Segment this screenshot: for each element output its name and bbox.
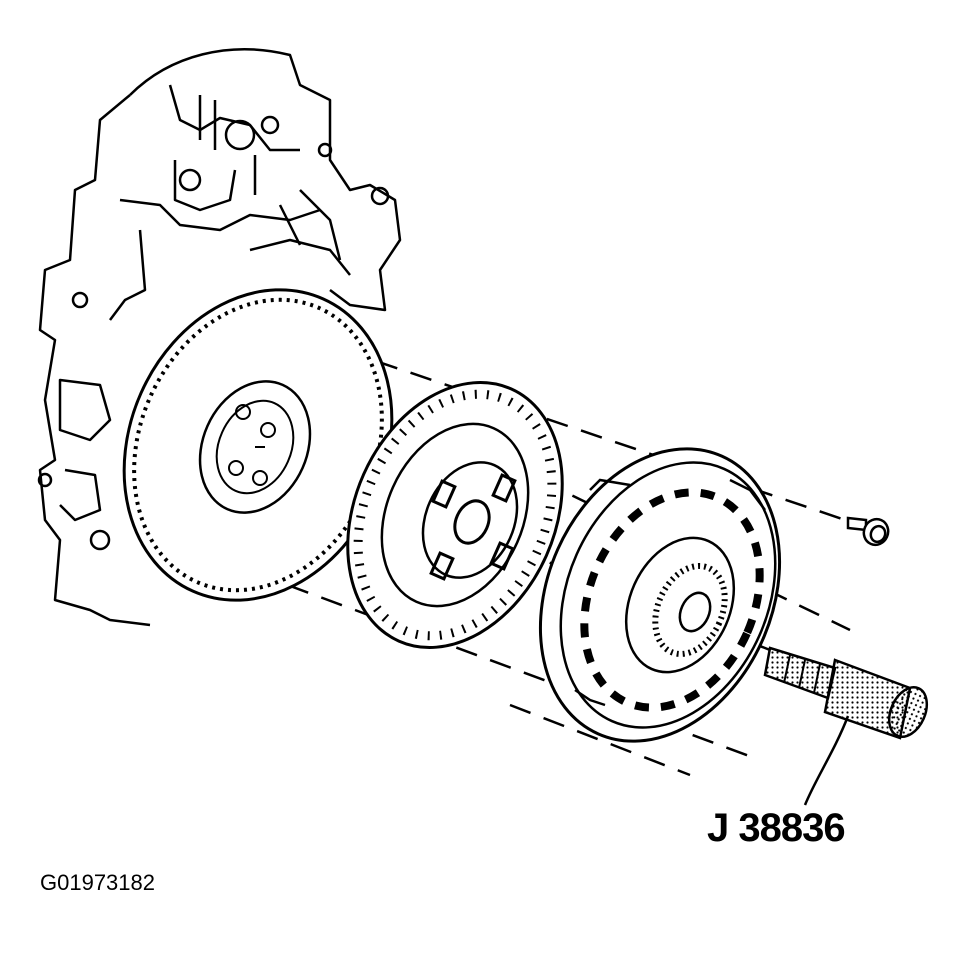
figure-id: G01973182 (40, 870, 155, 895)
engine-block (37, 48, 402, 627)
alignment-tool (763, 646, 929, 740)
clutch-disc (346, 381, 564, 649)
pressure-plate (538, 447, 782, 743)
tool-label: J 38836 (707, 806, 846, 850)
bolt (846, 516, 890, 547)
tool-leader-line (803, 715, 850, 806)
